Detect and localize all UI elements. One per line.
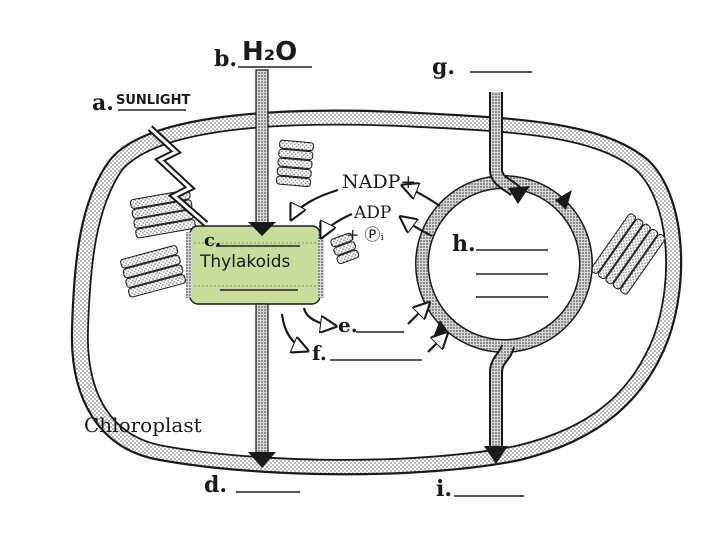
calvin-pipes — [484, 92, 530, 464]
label-c: c. — [204, 230, 221, 251]
label-g: g. — [432, 54, 455, 80]
label-b-answer: H₂O — [242, 37, 297, 67]
label-c-answer: Thylakoids — [199, 252, 291, 272]
light-reaction-shaft — [248, 69, 276, 468]
chloroplast-envelope — [70, 109, 683, 476]
label-adp: ADP — [353, 203, 391, 223]
exchange-arrows — [280, 186, 446, 352]
label-d: d. — [204, 472, 227, 498]
label-i: i. — [436, 476, 452, 502]
label-chloroplast: Chloroplast — [84, 413, 202, 437]
label-a: a. — [92, 90, 114, 116]
grana-stacks — [120, 139, 666, 298]
sunlight-bolt — [147, 125, 209, 227]
label-b: b. — [214, 46, 237, 72]
label-a-answer: SUNLIGHT — [116, 93, 190, 108]
label-h: h. — [452, 231, 476, 257]
answer-blanks — [118, 66, 548, 497]
label-e: e. — [338, 313, 358, 337]
label-nadp: NADP+ — [342, 171, 416, 193]
label-f: f. — [312, 341, 327, 365]
label-pi: + Ⓟᵢ — [346, 225, 384, 244]
